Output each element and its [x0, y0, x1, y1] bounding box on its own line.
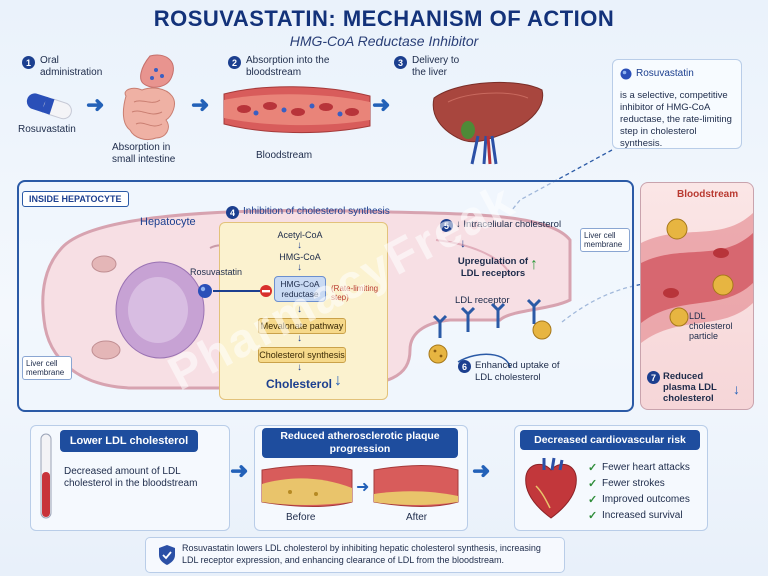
page-title: ROSUVASTATIN: MECHANISM OF ACTION — [153, 6, 615, 31]
step-2-number: 2 — [228, 56, 241, 69]
hepatocyte-tag: INSIDE HEPATOCYTE — [22, 191, 129, 207]
pathway-acetyl: Acetyl-CoA — [277, 230, 323, 240]
arrow-down-icon: ↓ — [297, 262, 302, 273]
check-icon: ✓ — [588, 478, 598, 490]
summary-note: Rosuvastatin lowers LDL cholesterol by i… — [145, 537, 565, 573]
cv-benefit-2: Fewer strokes — [602, 478, 665, 489]
pathway-hmg: HMG-CoA — [279, 252, 321, 262]
arrow-down-icon: ↓ — [297, 304, 302, 315]
arrow-2-icon: ➜ — [191, 92, 210, 117]
blood-vessel-icon — [223, 86, 371, 134]
page-subtitle: HMG-CoA Reductase Inhibitor — [289, 33, 479, 49]
capsule-icon — [26, 93, 72, 120]
ldl-receptors-illustration — [428, 298, 552, 369]
bloodstream-label: Bloodstream — [256, 150, 313, 161]
step-5-number: 5 — [440, 219, 453, 232]
membrane-label-right: Liver cell membrane — [580, 228, 630, 252]
rate-limiting-label: (Rate-limiting step) — [331, 284, 379, 302]
plaque-comparison-illustration: ➜ — [261, 465, 459, 507]
arrow-4-icon: ➜ — [230, 458, 249, 483]
step-6-label: Enhanced uptake of LDL cholesterol — [475, 360, 560, 383]
arrow-down-icon: ↓ — [460, 236, 466, 250]
hmg-coa-reductase-enzyme: HMG-CoA reductase — [274, 276, 326, 302]
arrow-down-icon: ↓ — [297, 362, 302, 373]
vessel-illustration — [641, 213, 753, 343]
info-box: Rosuvastatin is a selective, competitive… — [612, 59, 742, 149]
heart-icon — [525, 457, 577, 519]
pathway-cholesterol: Cholesterol — [266, 377, 333, 391]
info-text: is a selective, competitive inhibitor of… — [620, 90, 732, 149]
inhibitor-drug-label: Rosuvastatin — [190, 267, 243, 277]
capsule-label: Rosuvastatin — [18, 124, 76, 135]
arrow-3-icon: ➜ — [372, 92, 391, 117]
step-5-label: ↓ Intracellular cholesterol — [456, 219, 562, 230]
pathway-mevalonate: Mevalonate pathway — [258, 318, 346, 334]
check-icon: ✓ — [588, 494, 598, 506]
step-7-number: 7 — [647, 371, 660, 384]
liver-icon — [432, 82, 544, 165]
increase-arrow-icon: ↑ — [530, 256, 538, 273]
step-7-label: Reduced plasma LDL cholesterol — [663, 371, 717, 404]
decrease-arrow-icon: ↓ — [733, 381, 740, 397]
summary-text: Rosuvastatin lowers LDL cholesterol by i… — [182, 543, 541, 565]
ldl-particle-label: LDL cholesterol particle — [689, 311, 733, 341]
upregulation-label: Upregulation of LDL receptors — [457, 256, 529, 279]
svg-text:➜: ➜ — [356, 479, 369, 496]
step-1-label: Oral administration — [40, 55, 103, 78]
step-2-label: Absorption into the bloodstream — [246, 55, 330, 78]
shield-icon — [159, 545, 175, 565]
step-3-label: Delivery to the liver — [412, 55, 460, 78]
outcome-2-title: Reduced atherosclerotic plaque progressi… — [262, 428, 458, 458]
arrow-down-icon: ↓ — [297, 333, 302, 344]
decrease-arrow-icon: ↓ — [334, 372, 342, 389]
cholesterol-pathway-box — [219, 222, 388, 400]
arrow-5-icon: ➜ — [472, 458, 491, 483]
check-icon: ✓ — [588, 510, 598, 522]
membrane-label-left: Liver cell membrane — [22, 356, 72, 380]
step-4-number: 4 — [226, 206, 239, 219]
absorption-label: Absorption in small intestine — [112, 142, 176, 165]
cv-benefit-4: Increased survival — [602, 510, 683, 521]
check-icon: ✓ — [588, 462, 598, 474]
step-1-number: 1 — [22, 56, 35, 69]
inhibition-arrow — [198, 284, 272, 298]
info-title: Rosuvastatin — [636, 68, 694, 79]
cv-benefit-3: Improved outcomes — [602, 494, 690, 505]
digestive-system-icon — [122, 54, 175, 141]
ldl-receptor-label: LDL receptor — [455, 295, 510, 306]
pathway-synthesis: Cholesterol synthesis — [258, 347, 346, 363]
arrow-1-icon: ➜ — [86, 92, 105, 117]
step-3-number: 3 — [394, 56, 407, 69]
hepatocyte-label: Hepatocyte — [140, 216, 196, 228]
step-6-number: 6 — [458, 360, 471, 373]
arrow-down-icon: ↓ — [297, 240, 302, 251]
outcome-1-title: Lower LDL cholesterol — [60, 430, 198, 452]
step-4-label: Inhibition of cholesterol synthesis — [243, 206, 390, 217]
before-label: Before — [286, 512, 316, 523]
after-label: After — [406, 512, 428, 523]
blood-panel-title: Bloodstream — [677, 189, 739, 200]
outcome-1-text: Decreased amount of LDL cholesterol in t… — [64, 466, 198, 489]
blood-tube-icon — [40, 433, 52, 519]
rosuvastatin-molecule-icon — [620, 68, 632, 80]
outcome-3-title: Decreased cardiovascular risk — [520, 430, 700, 450]
bloodstream-panel: Bloodstream LDL cholesterol particle 7 R… — [640, 182, 754, 410]
cv-benefit-1: Fewer heart attacks — [602, 462, 690, 473]
